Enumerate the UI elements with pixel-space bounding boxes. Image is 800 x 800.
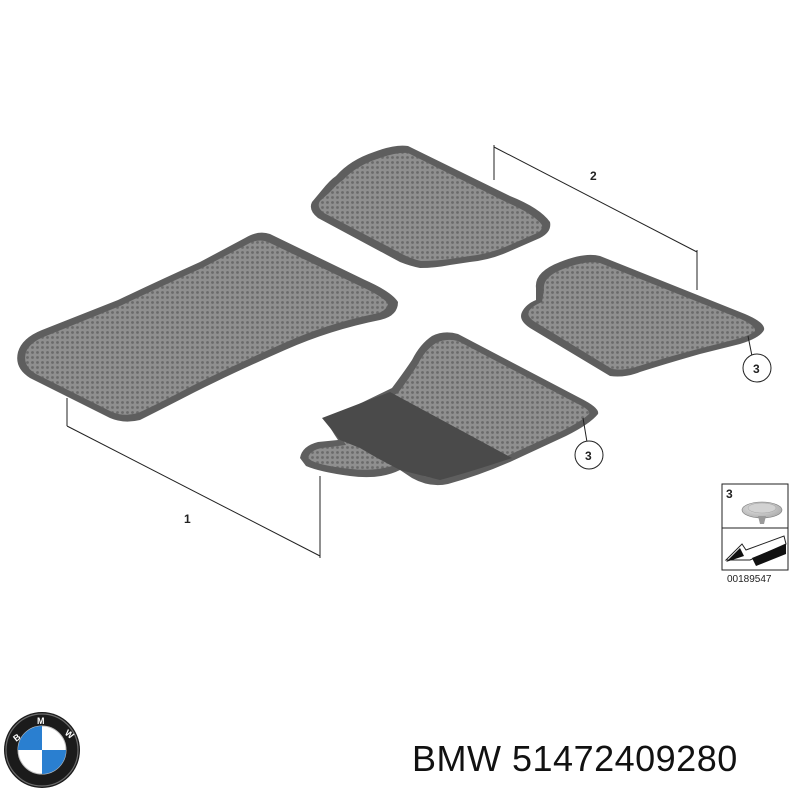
callout-1: 1 — [184, 512, 191, 526]
caption-brand: BMW — [412, 738, 502, 779]
front-right-mat — [300, 332, 599, 486]
callout-3-rear: 3 — [742, 335, 772, 383]
caption-part-number: 51472409280 — [512, 738, 738, 779]
reference-code: 00189547 — [727, 574, 772, 585]
callout-2: 2 — [590, 169, 597, 183]
inset-box: 3 — [721, 483, 789, 571]
logo-letter-m: M — [37, 716, 45, 726]
callout-3-front: 3 — [574, 417, 604, 470]
bracket-line-1 — [66, 398, 321, 558]
callout-3-front-label: 3 — [585, 449, 592, 463]
mat-section-arrow-icon — [724, 535, 787, 566]
rear-right-mat — [521, 254, 765, 377]
logo-letter-b: B — [11, 731, 23, 743]
clip-icon — [741, 501, 783, 524]
rear-left-mat — [310, 145, 551, 268]
inset-part-number: 3 — [726, 487, 733, 501]
front-left-mat — [17, 232, 398, 422]
bmw-logo: B M W — [4, 712, 80, 788]
part-caption: BMW 51472409280 — [412, 738, 792, 780]
callout-3-rear-label: 3 — [753, 362, 760, 376]
bracket-line-2 — [493, 145, 698, 290]
